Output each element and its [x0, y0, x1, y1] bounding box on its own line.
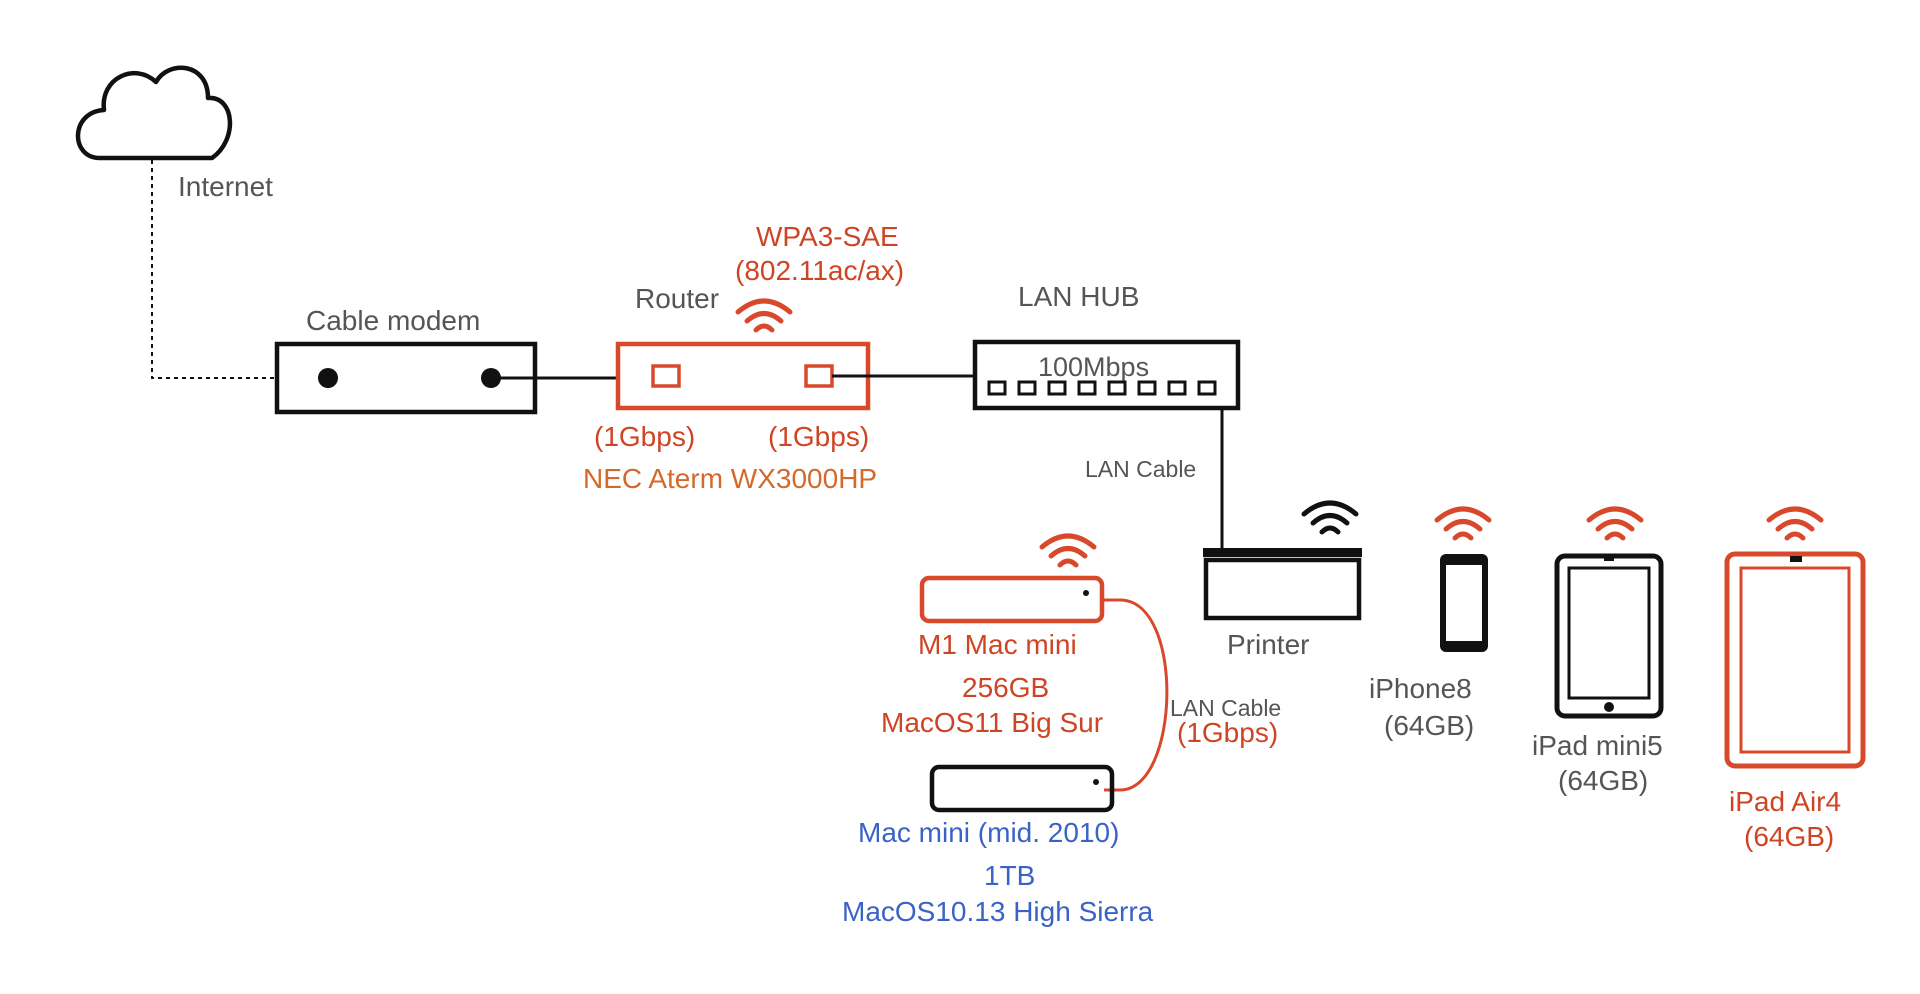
printer-body — [1203, 557, 1362, 621]
m1-mac-mini-wifi-icon — [1039, 533, 1097, 568]
router-wifi-icon — [735, 298, 793, 333]
router-label: Router — [635, 283, 719, 314]
lan-cable-mac-speed: (1Gbps) — [1177, 717, 1278, 748]
mac-mini-2010-name: Mac mini (mid. 2010) — [858, 817, 1119, 848]
hub-ports — [987, 380, 1217, 396]
ipad-air4-name: iPad Air4 — [1729, 786, 1841, 817]
wifi-standard-label: (802.11ac/ax) — [735, 255, 904, 286]
ipad-mini5-storage: (64GB) — [1558, 765, 1648, 796]
mac-mini-2010-storage: 1TB — [984, 860, 1035, 891]
cloud-icon — [75, 65, 233, 161]
mac-mini-2010-led — [1093, 779, 1099, 785]
mac-to-mac-cable — [1102, 598, 1169, 792]
ipad-air4-storage: (64GB) — [1744, 821, 1834, 852]
printer-wifi-icon — [1301, 500, 1359, 535]
lan-hub-label: LAN HUB — [1018, 281, 1139, 312]
lan-cable-mac-label: LAN Cable — [1170, 695, 1281, 721]
wpa-label: WPA3-SAE — [756, 221, 899, 252]
internet-label: Internet — [178, 171, 273, 202]
hub-speed-label: 100Mbps — [1038, 352, 1149, 382]
printer-label: Printer — [1227, 629, 1309, 660]
modem-port-left — [318, 368, 338, 388]
ipad-mini5-name: iPad mini5 — [1532, 730, 1663, 761]
iphone8-name: iPhone8 — [1369, 673, 1472, 704]
ipad-air4-wifi-icon — [1766, 506, 1824, 541]
ipad-mini5-wifi-icon — [1586, 506, 1644, 541]
router-port-left — [651, 364, 681, 388]
router-model-label: NEC Aterm WX3000HP — [583, 463, 877, 494]
mac-mini-2010-os: MacOS10.13 High Sierra — [842, 896, 1154, 927]
iphone8-wifi-icon — [1434, 506, 1492, 541]
lan-hub-box — [972, 339, 1241, 411]
ipad-air4-icon — [1724, 551, 1866, 769]
router-port-right — [804, 364, 834, 388]
m1-mac-mini-os: MacOS11 Big Sur — [881, 707, 1103, 738]
mac-mini-2010-box — [929, 764, 1115, 813]
iphone8-icon — [1440, 554, 1488, 652]
lan-cable-hub-label: LAN Cable — [1085, 456, 1196, 482]
m1-mac-mini-box — [919, 575, 1105, 624]
iphone8-storage: (64GB) — [1384, 710, 1474, 741]
m1-mac-mini-name: M1 Mac mini — [918, 629, 1077, 660]
printer-top-bar — [1203, 548, 1362, 557]
router-port-left-speed: (1Gbps) — [594, 421, 695, 452]
ipad-mini5-icon — [1554, 553, 1664, 719]
internet-dashed-line — [151, 160, 275, 379]
m1-mac-mini-storage: 256GB — [962, 672, 1049, 703]
router-port-right-speed: (1Gbps) — [768, 421, 869, 452]
m1-mac-mini-led — [1083, 590, 1089, 596]
cable-modem-label: Cable modem — [306, 305, 480, 336]
